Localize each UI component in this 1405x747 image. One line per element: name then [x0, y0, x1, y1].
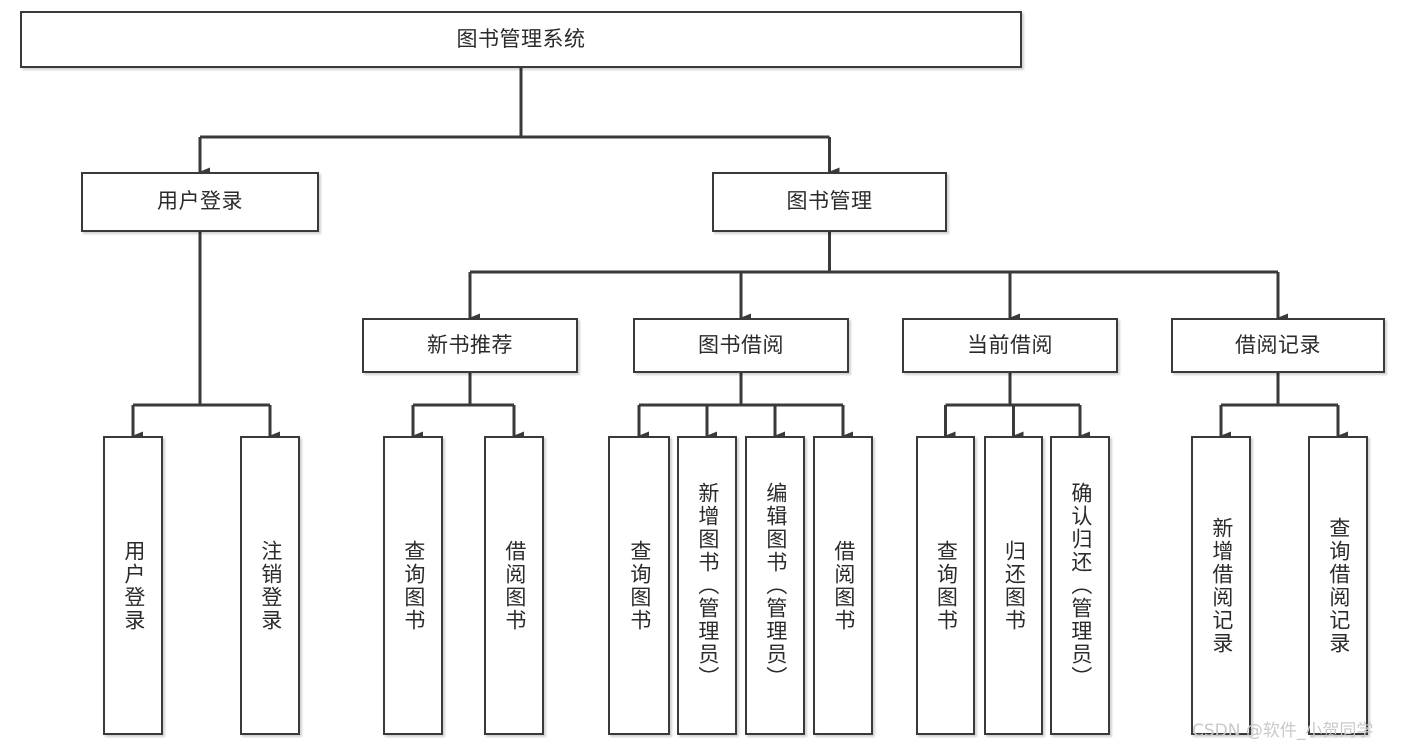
- node-label: 借阅记录: [1235, 332, 1321, 357]
- node-root[interactable]: 图书管理系统: [20, 11, 1022, 68]
- node-leaf-rec-add[interactable]: 新增借阅记录: [1191, 436, 1251, 735]
- node-label: 查询图书: [401, 539, 426, 632]
- node-label: 借阅图书: [502, 539, 527, 632]
- node-label: 借阅图书: [831, 539, 856, 632]
- node-user-login[interactable]: 用户登录: [81, 172, 319, 232]
- node-label: 新增图书（管理员）: [695, 482, 720, 689]
- node-leaf-user-login[interactable]: 用户登录: [103, 436, 163, 735]
- node-label: 注销登录: [258, 539, 283, 632]
- node-leaf-rec-borrow[interactable]: 借阅图书: [484, 436, 544, 735]
- node-label: 查询借阅记录: [1326, 516, 1351, 655]
- node-label: 查询图书: [627, 539, 652, 632]
- node-leaf-rec-query2[interactable]: 查询借阅记录: [1308, 436, 1368, 735]
- node-leaf-cur-return[interactable]: 归还图书: [984, 436, 1043, 735]
- node-leaf-cur-query[interactable]: 查询图书: [916, 436, 975, 735]
- node-label: 查询图书: [934, 539, 959, 632]
- node-current-borrow[interactable]: 当前借阅: [902, 318, 1118, 373]
- node-label: 图书管理系统: [456, 26, 586, 51]
- node-label: 新增借阅记录: [1209, 516, 1234, 655]
- node-borrow-record[interactable]: 借阅记录: [1171, 318, 1385, 373]
- node-new-book-rec[interactable]: 新书推荐: [362, 318, 578, 373]
- node-book-manage[interactable]: 图书管理: [712, 172, 947, 232]
- node-leaf-borrow-edit[interactable]: 编辑图书（管理员）: [745, 436, 805, 735]
- node-label: 编辑图书（管理员）: [763, 482, 788, 689]
- node-leaf-user-logout[interactable]: 注销登录: [240, 436, 300, 735]
- node-leaf-borrow-query[interactable]: 查询图书: [608, 436, 670, 735]
- node-label: 用户登录: [157, 189, 243, 214]
- node-label: 图书借阅: [698, 332, 784, 357]
- node-leaf-borrow-do[interactable]: 借阅图书: [813, 436, 873, 735]
- node-label: 归还图书: [1002, 539, 1027, 632]
- node-label: 新书推荐: [427, 332, 513, 357]
- node-label: 图书管理: [786, 189, 873, 214]
- node-book-borrow[interactable]: 图书借阅: [633, 318, 849, 373]
- node-label: 用户登录: [121, 539, 146, 632]
- connector-group: [131, 68, 1348, 441]
- node-leaf-rec-query[interactable]: 查询图书: [383, 436, 443, 735]
- node-label: 当前借阅: [967, 332, 1053, 357]
- node-label: 确认归还（管理员）: [1068, 482, 1093, 689]
- node-leaf-cur-confirm[interactable]: 确认归还（管理员）: [1050, 436, 1110, 735]
- node-leaf-borrow-add[interactable]: 新增图书（管理员）: [677, 436, 737, 735]
